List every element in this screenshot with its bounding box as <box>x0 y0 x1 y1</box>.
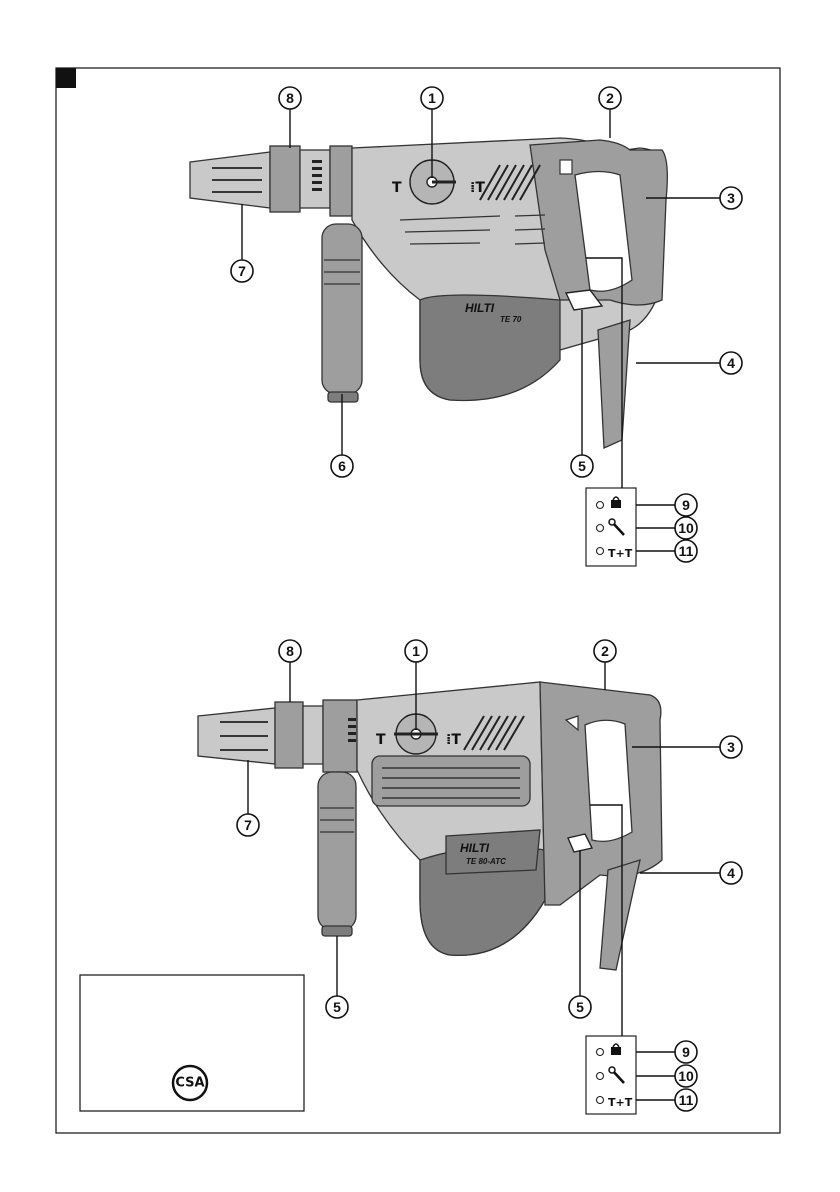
top-callout-10: 10 <box>675 517 697 539</box>
top-drill: T ⁞T HILTI TE 70 <box>190 138 667 448</box>
top-brand-logo: HILTI <box>465 301 495 315</box>
top-model-label: TE 70 <box>500 315 522 324</box>
svg-text:5: 5 <box>578 458 586 474</box>
svg-text:9: 9 <box>682 497 690 513</box>
svg-text:10: 10 <box>678 1068 694 1084</box>
top-indicator-panel: T+T <box>586 488 636 566</box>
bottom-callout-8: 8 <box>279 640 301 662</box>
top-callout-2: 2 <box>599 87 621 109</box>
svg-text:7: 7 <box>244 817 252 833</box>
bottom-service-led <box>597 1073 604 1080</box>
bottom-side-handle-clamp <box>323 700 357 772</box>
certification-box: CSA <box>80 975 304 1111</box>
top-power-cable-sleeve <box>598 320 630 448</box>
hammer-change-icon: T+T <box>608 1096 633 1109</box>
bottom-hammer-mode-symbol: T <box>376 732 386 748</box>
svg-text:1: 1 <box>412 643 420 659</box>
bottom-callout-11: 11 <box>675 1089 697 1111</box>
bottom-model-label: TE 80-ATC <box>466 857 506 866</box>
svg-text:4: 4 <box>727 865 735 881</box>
bottom-power-cable-sleeve <box>600 860 640 970</box>
svg-text:2: 2 <box>606 90 614 106</box>
lock-icon <box>611 1047 621 1055</box>
top-hammer-led <box>597 548 604 555</box>
hammer-change-icon: T+T <box>608 547 633 560</box>
top-chuck-collar <box>270 146 300 212</box>
bottom-callout-9: 9 <box>675 1041 697 1063</box>
svg-text:3: 3 <box>727 190 735 206</box>
csa-mark-text: CSA <box>175 1076 204 1091</box>
bottom-brand-logo: HILTI <box>460 841 490 855</box>
bottom-callout-5-handle: 5 <box>326 996 348 1018</box>
svg-text:1: 1 <box>428 90 436 106</box>
top-side-handle <box>322 224 362 394</box>
svg-text:4: 4 <box>727 355 735 371</box>
top-lock-led <box>597 502 604 509</box>
top-side-handle-clamp <box>330 146 352 216</box>
top-callout-1: 1 <box>421 87 443 109</box>
svg-text:10: 10 <box>678 520 694 536</box>
svg-text:9: 9 <box>682 1044 690 1060</box>
bottom-hammer-led <box>597 1097 604 1104</box>
bottom-rotary-mode-symbol: ⁞T <box>446 732 461 748</box>
bottom-callout-5-trigger: 5 <box>569 996 591 1018</box>
top-rotary-mode-symbol: ⁞T <box>470 180 485 196</box>
bottom-chuck-collar <box>275 702 303 768</box>
top-callout-3: 3 <box>720 187 742 209</box>
svg-text:7: 7 <box>238 263 246 279</box>
figure-corner-tab <box>56 68 76 88</box>
bottom-callout-1: 1 <box>405 640 427 662</box>
svg-text:2: 2 <box>601 643 609 659</box>
bottom-side-handle <box>318 772 356 930</box>
bottom-lock-led <box>597 1049 604 1056</box>
top-callout-6: 6 <box>331 455 353 477</box>
top-callout-8: 8 <box>279 87 301 109</box>
svg-text:3: 3 <box>727 739 735 755</box>
svg-text:11: 11 <box>679 543 694 559</box>
bottom-drill: T ⁞T HILTI TE 80-ATC <box>198 682 662 970</box>
svg-text:5: 5 <box>333 999 341 1015</box>
svg-text:5: 5 <box>576 999 584 1015</box>
bottom-callout-4: 4 <box>720 862 742 884</box>
svg-text:11: 11 <box>679 1092 694 1108</box>
bottom-indicator-panel: T+T <box>586 1036 636 1114</box>
bottom-callout-7: 7 <box>237 814 259 836</box>
top-callout-9: 9 <box>675 494 697 516</box>
lock-icon <box>611 500 621 508</box>
svg-text:8: 8 <box>286 90 294 106</box>
bottom-callout-10: 10 <box>675 1065 697 1087</box>
top-service-led <box>597 525 604 532</box>
top-hammer-mode-symbol: T <box>392 180 402 196</box>
top-callout-7: 7 <box>231 260 253 282</box>
top-callout-5: 5 <box>571 455 593 477</box>
bottom-callout-3: 3 <box>720 736 742 758</box>
svg-text:8: 8 <box>286 643 294 659</box>
top-callout-4: 4 <box>720 352 742 374</box>
bottom-callout-2: 2 <box>594 640 616 662</box>
svg-text:6: 6 <box>338 458 346 474</box>
top-callout-11: 11 <box>675 540 697 562</box>
